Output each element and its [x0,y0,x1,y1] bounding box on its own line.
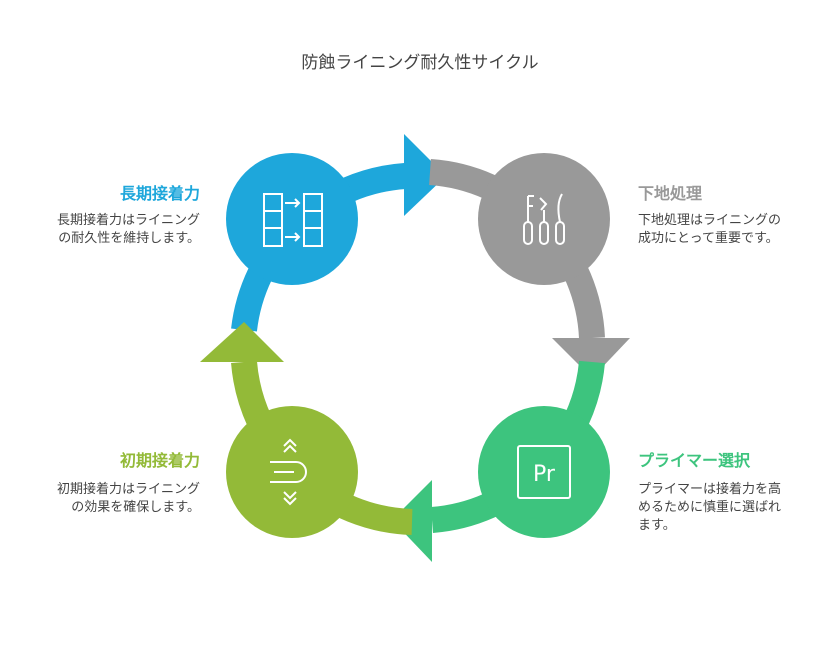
label-long-term: 長期接着力 [119,184,200,203]
desc-surface-prep-line-2: 成功にとって重要です。 [638,231,779,246]
primer-pr-text: Pr [533,462,556,487]
arrowhead-blue [404,134,446,216]
desc-initial-line-1: 初期接着力はライニング [56,482,200,497]
desc-long-term-line-2: の耐久性を維持します。 [58,231,200,246]
page-title: 防蝕ライニング耐久性サイクル [301,53,539,73]
circle-long-term [226,153,358,285]
adhesion-icon [270,438,307,506]
desc-primer: プライマーは接着力を高 めるために慎重に選ばれ ます。 [638,481,818,535]
circle-primer [478,406,610,538]
tools-icon [523,193,565,245]
desc-long-term-line-1: 長期接着力はライニング [56,213,200,228]
desc-initial-line-2: の効果を確保します。 [71,500,200,515]
desc-long-term: 長期接着力はライニング の耐久性を維持します。 [20,212,200,248]
label-primer: プライマー選択 [638,451,751,470]
label-surface-prep: 下地処理 [638,184,703,203]
desc-primer-line-3: ます。 [638,518,676,533]
label-initial: 初期接着力 [119,451,200,470]
columns-arrows-icon [263,193,323,247]
arrowhead-gray [552,338,630,378]
desc-surface-prep: 下地処理はライニングの 成功にとって重要です。 [638,212,818,248]
desc-surface-prep-line-1: 下地処理はライニングの [638,213,782,228]
desc-primer-line-1: プライマーは接着力を高 [638,482,782,497]
arrowhead-olive [200,322,284,362]
desc-primer-line-2: めるために慎重に選ばれ [638,500,782,515]
desc-initial: 初期接着力はライニング の効果を確保します。 [20,481,200,517]
primer-pr-icon: Pr [517,445,571,499]
